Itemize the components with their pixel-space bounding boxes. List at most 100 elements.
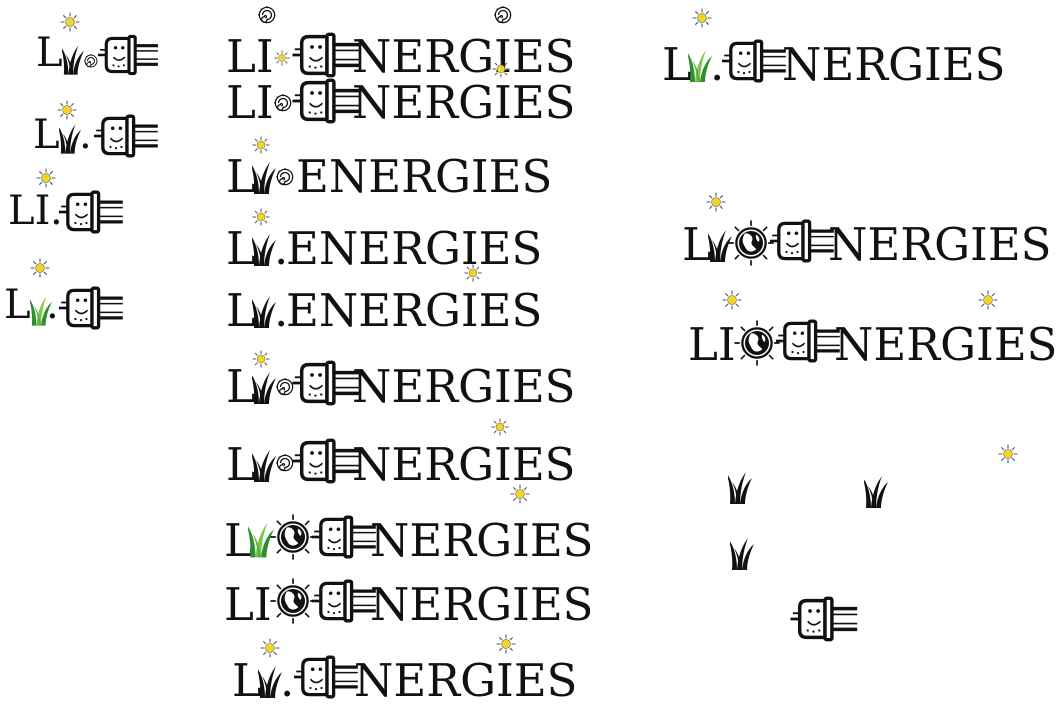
- logo-letter: L: [36, 30, 63, 76]
- plug-icon: [58, 190, 126, 234]
- logo-letter: L: [226, 284, 256, 337]
- logo-letters: LI: [226, 30, 274, 83]
- logo-l3: LI .: [8, 168, 133, 234]
- swirl-icon: [494, 6, 512, 24]
- globe-icon: [270, 578, 316, 624]
- plug-icon: [58, 286, 126, 330]
- grass-icon: [252, 294, 276, 328]
- grass-icon: [688, 48, 712, 82]
- logo-word: NERGIES: [352, 76, 576, 129]
- globe-icon: [270, 514, 316, 560]
- swirl-icon: [274, 94, 292, 112]
- logo-letter: L: [224, 514, 254, 567]
- logo-l1: L: [36, 12, 168, 76]
- sun-icon: [30, 258, 50, 278]
- logo-m1: LI NERGIES: [226, 6, 578, 83]
- logo-r1: L . NERGIES: [662, 8, 1012, 91]
- logo-m7: L NERGIES: [226, 418, 578, 491]
- grass-icon: [252, 370, 276, 404]
- logo-letters: LI: [8, 188, 51, 234]
- logo-word: NERGIES: [834, 318, 1058, 371]
- swirl-icon: [84, 54, 98, 68]
- sun-icon: [260, 638, 280, 658]
- logo-dot: .: [274, 284, 289, 337]
- sun-icon: [998, 444, 1018, 464]
- sun-icon: [252, 350, 270, 368]
- logo-dot: .: [79, 112, 92, 158]
- grass-icon: [728, 470, 752, 504]
- plug-icon: [776, 318, 842, 364]
- logo-dot: .: [274, 222, 289, 275]
- grass-icon: [252, 232, 276, 266]
- swirl-icon: [276, 168, 294, 186]
- logo-dot: .: [50, 188, 63, 234]
- logo-word: ENERGIES: [286, 284, 543, 337]
- logo-word: NERGIES: [370, 578, 594, 631]
- sun-icon: [491, 418, 509, 436]
- plug-icon: [312, 578, 378, 624]
- grass-icon: [252, 448, 276, 482]
- plug-icon: [294, 654, 360, 700]
- logo-m2: LI NERGIES: [226, 76, 578, 129]
- logo-dot: .: [710, 38, 725, 91]
- plug-icon: [312, 514, 378, 560]
- sun-icon: [722, 290, 742, 310]
- logo-letter: L: [662, 38, 692, 91]
- grass-icon: [252, 160, 276, 194]
- logo-letter: L: [682, 218, 712, 271]
- logo-word: NERGIES: [370, 514, 594, 567]
- plug-icon: [93, 114, 161, 158]
- logo-letter: L: [226, 438, 256, 491]
- logo-dot: .: [280, 654, 295, 707]
- sun-icon: [252, 136, 270, 154]
- logo-letter: L: [226, 222, 256, 275]
- grass-icon: [730, 536, 754, 570]
- logo-letter: L: [226, 150, 256, 203]
- sun-icon: [36, 168, 56, 188]
- logo-word: NERGIES: [782, 38, 1006, 91]
- logo-m6: L NERGIES: [226, 350, 578, 413]
- grass-icon: [258, 664, 282, 698]
- sun-icon: [57, 100, 77, 120]
- globe-icon: [728, 220, 774, 266]
- logo-m5: L . ENERGIES: [226, 264, 546, 337]
- logo-letter: L: [33, 112, 60, 158]
- logo-m10: L . NERGIES: [232, 634, 584, 707]
- sun-icon: [60, 12, 80, 32]
- sun-icon: [510, 484, 530, 504]
- logo-l2: L .: [33, 100, 168, 160]
- globe-icon: [734, 320, 780, 366]
- logo-m3: L ENERGIES: [226, 136, 556, 203]
- plug-icon: [790, 596, 860, 642]
- logo-word: NERGIES: [828, 218, 1052, 271]
- plug-icon: [722, 38, 788, 84]
- logo-letter: L: [226, 360, 256, 413]
- logo-m9: LI NERGIES: [224, 572, 594, 634]
- sun-icon: [464, 264, 482, 282]
- plug-icon: [98, 34, 160, 76]
- logo-r3: LI NERGIES: [688, 290, 1058, 374]
- sun-icon: [706, 192, 726, 212]
- grass-icon: [864, 474, 888, 508]
- logo-word: NERGIES: [352, 360, 576, 413]
- logo-word: NERGIES: [354, 654, 578, 707]
- logo-word: ENERGIES: [286, 222, 543, 275]
- logo-l4: L .: [4, 258, 129, 333]
- logo-letters: LI: [688, 318, 736, 371]
- logo-letters: LI: [224, 578, 272, 631]
- swirl-icon: [258, 6, 276, 24]
- logo-word: NERGIES: [352, 30, 576, 83]
- grass-icon: [59, 122, 81, 154]
- logo-letter: L: [232, 654, 262, 707]
- sun-icon: [978, 290, 998, 310]
- sun-icon: [252, 208, 270, 226]
- sun-icon: [692, 8, 712, 28]
- logo-dot: .: [46, 282, 59, 328]
- logo-r2: L NERGIES: [682, 192, 1052, 276]
- logo-m8: L NERGIES: [224, 484, 594, 567]
- logo-word: NERGIES: [352, 438, 576, 491]
- sun-icon: [274, 50, 290, 66]
- logo-letter: L: [4, 282, 31, 328]
- logo-m4: L . ENERGIES: [226, 208, 546, 275]
- grass-icon: [62, 43, 84, 75]
